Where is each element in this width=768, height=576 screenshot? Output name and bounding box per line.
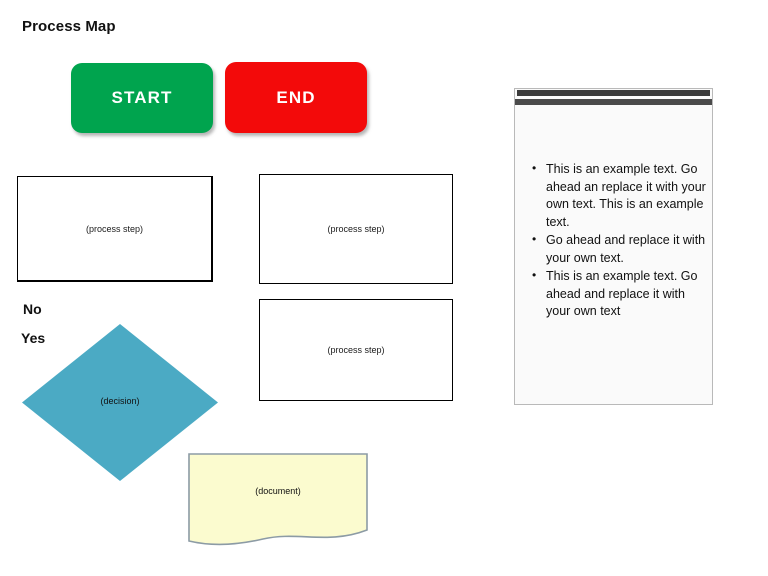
document-label: (document) — [255, 486, 301, 496]
document-icon — [188, 453, 368, 546]
process-step-box-1[interactable]: (process step) — [17, 176, 213, 282]
notes-panel: This is an example text. Go ahead an rep… — [514, 88, 713, 405]
start-terminator-label: START — [111, 88, 173, 107]
notes-bullet-list: This is an example text. Go ahead an rep… — [523, 160, 706, 322]
branch-label-no: No — [23, 301, 42, 317]
decision-diamond-shape[interactable]: (decision) — [22, 324, 218, 481]
process-step-label-2: (process step) — [327, 224, 385, 234]
list-item: This is an example text. Go ahead an rep… — [523, 160, 706, 231]
decision-label: (decision) — [100, 396, 140, 406]
document-shape[interactable]: (document) — [188, 453, 368, 548]
end-terminator-shape[interactable]: END — [225, 62, 367, 133]
notes-panel-second-bar — [515, 99, 712, 105]
page-title: Process Map — [22, 18, 116, 35]
notes-panel-top-bar — [517, 90, 710, 96]
process-step-label-1: (process step) — [85, 223, 144, 234]
start-terminator-shape[interactable]: START — [71, 63, 213, 133]
process-step-box-2[interactable]: (process step) — [259, 174, 453, 284]
process-step-box-3[interactable]: (process step) — [259, 299, 453, 401]
end-terminator-label: END — [276, 87, 316, 107]
decision-diamond-icon — [22, 324, 218, 481]
branch-label-yes: Yes — [21, 330, 46, 346]
process-step-label-3: (process step) — [327, 345, 385, 355]
list-item: This is an example text. Go ahead and re… — [523, 267, 706, 321]
list-item: Go ahead and replace it with your own te… — [523, 231, 706, 267]
